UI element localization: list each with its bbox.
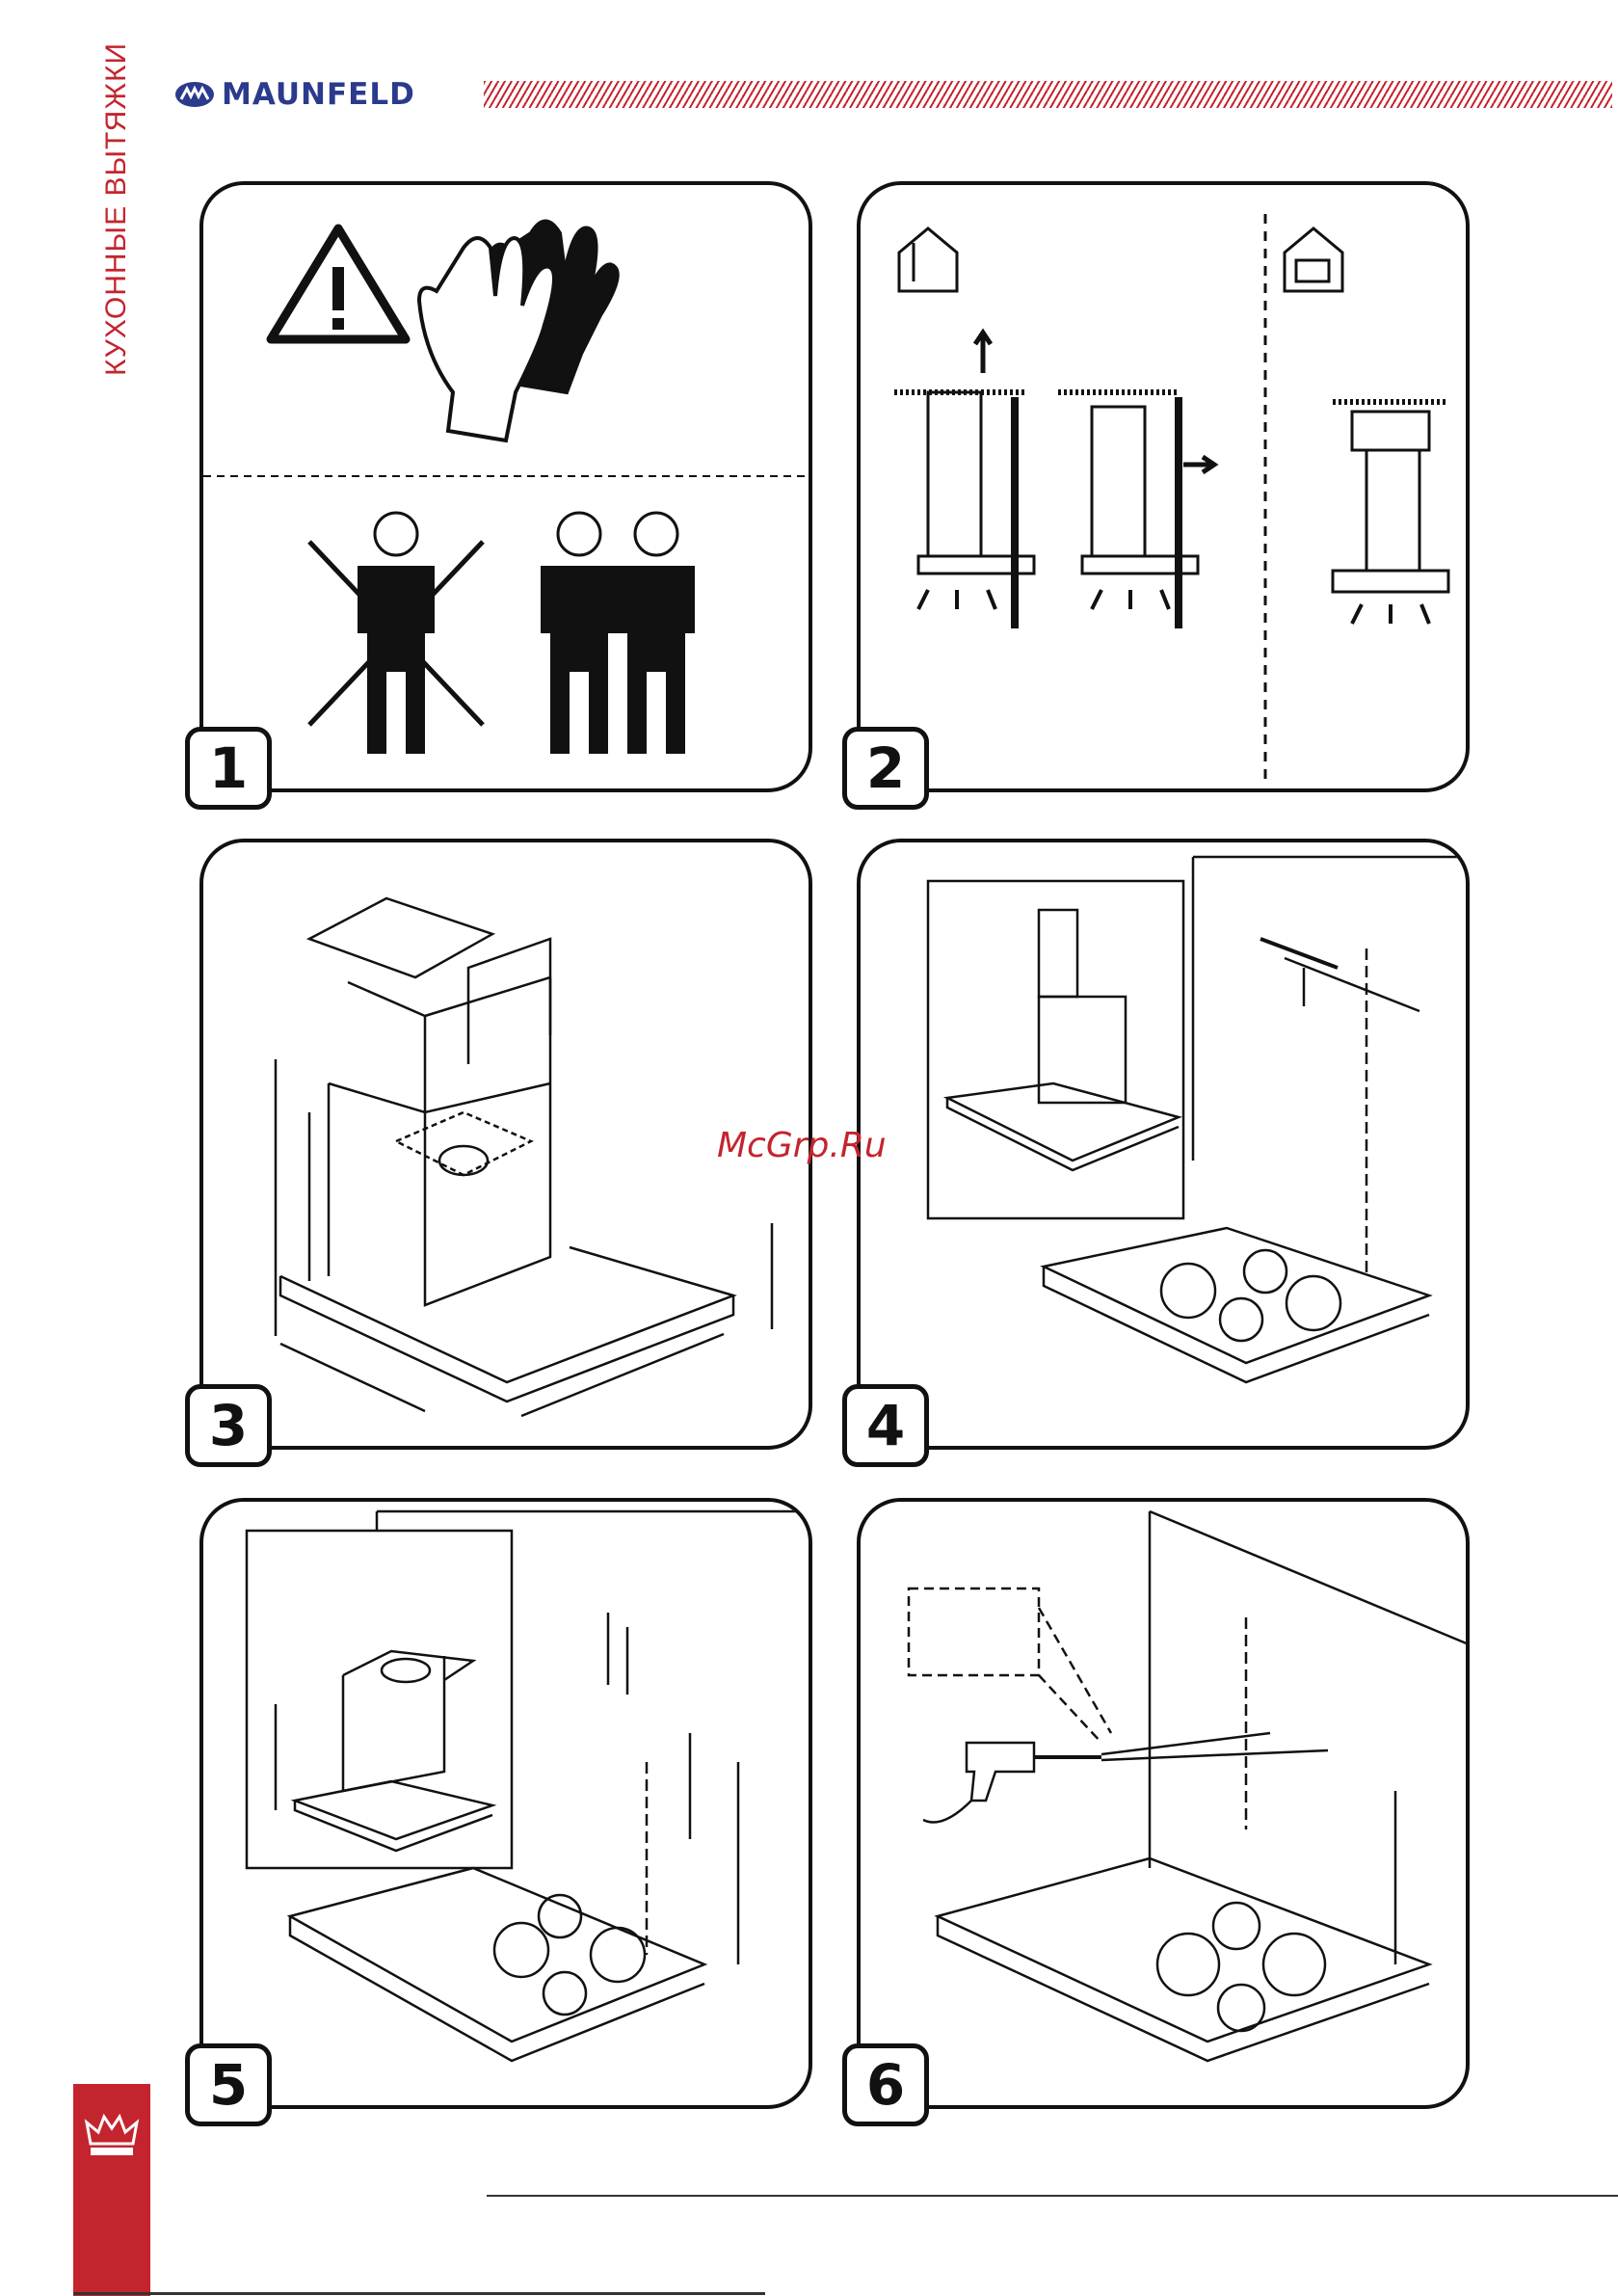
step-badge-6: 6 <box>842 2043 929 2126</box>
person-icon <box>618 513 695 754</box>
brand-mark-icon <box>173 80 216 109</box>
step-badge-2: 2 <box>842 727 929 810</box>
step-badge-5: 5 <box>185 2043 272 2126</box>
step-badge-1: 1 <box>185 727 272 810</box>
footer-rule <box>487 2195 1618 2197</box>
step-panel-6 <box>857 1498 1470 2109</box>
crown-emblem-icon <box>73 2094 150 2171</box>
side-title-text: КУХОННЫЕ ВЫТЯЖКИ <box>100 42 133 376</box>
step-panel-5 <box>199 1498 812 2109</box>
footer-rule-bottom <box>73 2292 765 2295</box>
step-badge-3: 3 <box>185 1384 272 1467</box>
watermark: McGrp.Ru <box>717 1126 887 1165</box>
person-icon <box>541 513 618 754</box>
step-panel-4 <box>857 839 1470 1450</box>
drill-icon <box>923 1743 1101 1823</box>
house-icon <box>899 228 957 291</box>
brand-logo: MAUNFELD <box>173 75 415 114</box>
step-panel-2 <box>857 181 1470 792</box>
step-badge-4: 4 <box>842 1384 929 1467</box>
step-panel-1 <box>199 181 812 792</box>
house-icon <box>1285 228 1342 291</box>
side-red-tab <box>73 2084 150 2296</box>
side-title: КУХОННЫЕ ВЫТЯЖКИ <box>94 77 133 386</box>
header-hatch-bar <box>484 81 1612 108</box>
brand-name: MAUNFELD <box>222 77 415 112</box>
gloves-icon <box>419 222 618 441</box>
